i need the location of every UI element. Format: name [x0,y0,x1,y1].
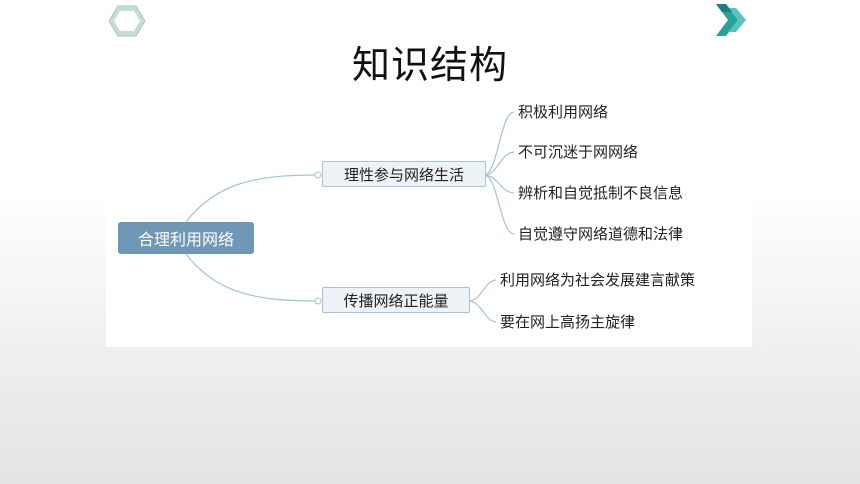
connector-node-b1 [314,171,322,179]
leaf-node: 要在网上高扬主旋律 [500,313,636,331]
leaf-node: 自觉遵守网络道德和法律 [518,225,684,243]
slide-title: 知识结构 [351,43,508,87]
leaf-node: 辨析和自觉抵制不良信息 [518,184,684,202]
mindmap-panel: 合理利用网络 理性参与网络生活 传播网络正能量 积极利用网络 不可沉迷于网网络 … [106,88,752,347]
branch-node-positive-energy: 传播网络正能量 [322,287,470,313]
leaf-node: 不可沉迷于网网络 [518,143,639,161]
leaf-node: 利用网络为社会发展建言献策 [500,271,696,289]
connector-node-b2 [314,297,322,305]
connector-b1-c1 [483,111,515,176]
connector-b2-c1 [467,279,497,302]
connector-b1-c4 [483,174,515,235]
connector-b2-c2 [467,300,497,323]
connector-root-branch1 [185,174,317,223]
mindmap-connectors [185,111,515,323]
leaf-node: 积极利用网络 [518,103,609,121]
branch-node-rational: 理性参与网络生活 [322,161,486,187]
connector-b1-c2 [483,151,515,176]
mindmap-root-node: 合理利用网络 [118,222,254,254]
double-chevron-icon [716,4,746,36]
connector-root-branch2 [185,253,317,302]
hexagon-icon [108,5,146,37]
